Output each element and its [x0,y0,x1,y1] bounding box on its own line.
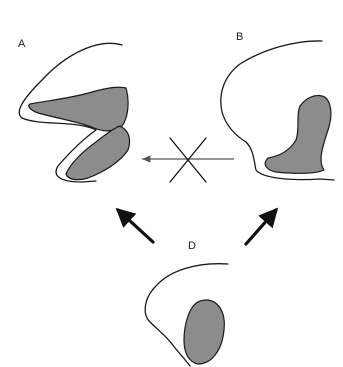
panel-b: B [221,31,334,180]
blocked-transition [142,138,234,182]
arrow-d-to-a-icon [118,210,153,242]
panel-a: A [18,38,130,182]
panel-d: D [145,240,228,366]
panel-a-upper-shaded-region [29,87,128,131]
panel-b-shaded-region [265,95,331,173]
arrow-d-to-b-icon [246,210,276,244]
panel-d-shaded-region [184,300,224,364]
x-cross-icon [170,138,206,182]
panel-d-label: D [188,240,196,252]
panel-a-lower-shaded-region [66,126,130,180]
panel-b-label: B [236,31,243,43]
panel-a-label: A [18,38,26,50]
